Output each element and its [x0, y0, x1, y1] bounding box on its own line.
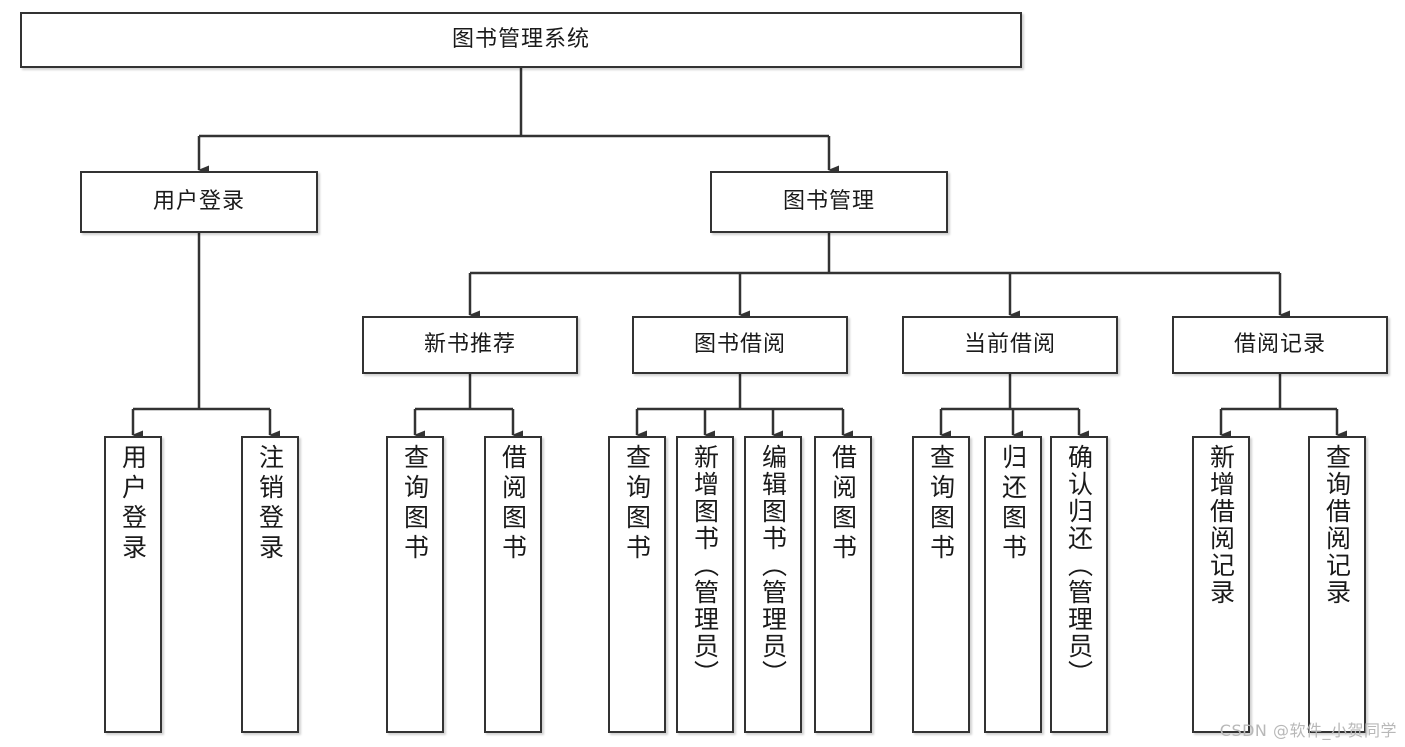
- watermark: CSDN @软件_小贺同学: [1219, 721, 1397, 740]
- node-leaf-br-query[interactable]: 查询借阅记录: [1308, 436, 1366, 733]
- edge-paths: [131, 68, 1347, 440]
- node-label: 编辑图书（管理员）: [758, 444, 788, 687]
- node-label: 用户登录: [152, 189, 245, 214]
- node-leaf-user-logout[interactable]: 注销登录: [241, 436, 299, 733]
- node-leaf-bb-add[interactable]: 新增图书（管理员）: [676, 436, 734, 733]
- node-borrow-record[interactable]: 借阅记录: [1172, 316, 1388, 374]
- node-leaf-cb-return[interactable]: 归还图书: [984, 436, 1042, 733]
- node-label: 查询借阅记录: [1322, 444, 1352, 606]
- node-label: 用户登录: [118, 444, 148, 564]
- node-leaf-br-add[interactable]: 新增借阅记录: [1192, 436, 1250, 733]
- node-label: 借阅图书: [498, 444, 528, 564]
- node-label: 图书管理: [782, 189, 875, 214]
- node-leaf-cb-query[interactable]: 查询图书: [912, 436, 970, 733]
- node-leaf-bb-edit[interactable]: 编辑图书（管理员）: [744, 436, 802, 733]
- node-label: 新增图书（管理员）: [690, 444, 720, 687]
- node-book-manage[interactable]: 图书管理: [710, 171, 948, 233]
- node-label: 查询图书: [926, 444, 956, 564]
- node-label: 借阅记录: [1233, 332, 1326, 357]
- node-root[interactable]: 图书管理系统: [20, 12, 1022, 68]
- node-label: 注销登录: [255, 444, 285, 564]
- node-leaf-rec-query[interactable]: 查询图书: [386, 436, 444, 733]
- node-book-borrow[interactable]: 图书借阅: [632, 316, 848, 374]
- node-label: 图书管理系统: [451, 27, 590, 52]
- node-new-book-rec[interactable]: 新书推荐: [362, 316, 578, 374]
- node-label: 当前借阅: [963, 332, 1056, 357]
- node-leaf-bb-borrow[interactable]: 借阅图书: [814, 436, 872, 733]
- node-leaf-user-login[interactable]: 用户登录: [104, 436, 162, 733]
- node-label: 图书借阅: [693, 332, 786, 357]
- node-label: 查询图书: [400, 444, 430, 564]
- node-label: 新书推荐: [423, 332, 516, 357]
- node-user-login[interactable]: 用户登录: [80, 171, 318, 233]
- node-label: 查询图书: [622, 444, 652, 564]
- node-label: 借阅图书: [828, 444, 858, 564]
- node-current-borrow[interactable]: 当前借阅: [902, 316, 1118, 374]
- node-label: 新增借阅记录: [1206, 444, 1236, 606]
- node-leaf-cb-confirm[interactable]: 确认归还（管理员）: [1050, 436, 1108, 733]
- node-label: 归还图书: [998, 444, 1028, 564]
- node-label: 确认归还（管理员）: [1064, 444, 1094, 687]
- node-leaf-bb-query[interactable]: 查询图书: [608, 436, 666, 733]
- node-leaf-rec-borrow[interactable]: 借阅图书: [484, 436, 542, 733]
